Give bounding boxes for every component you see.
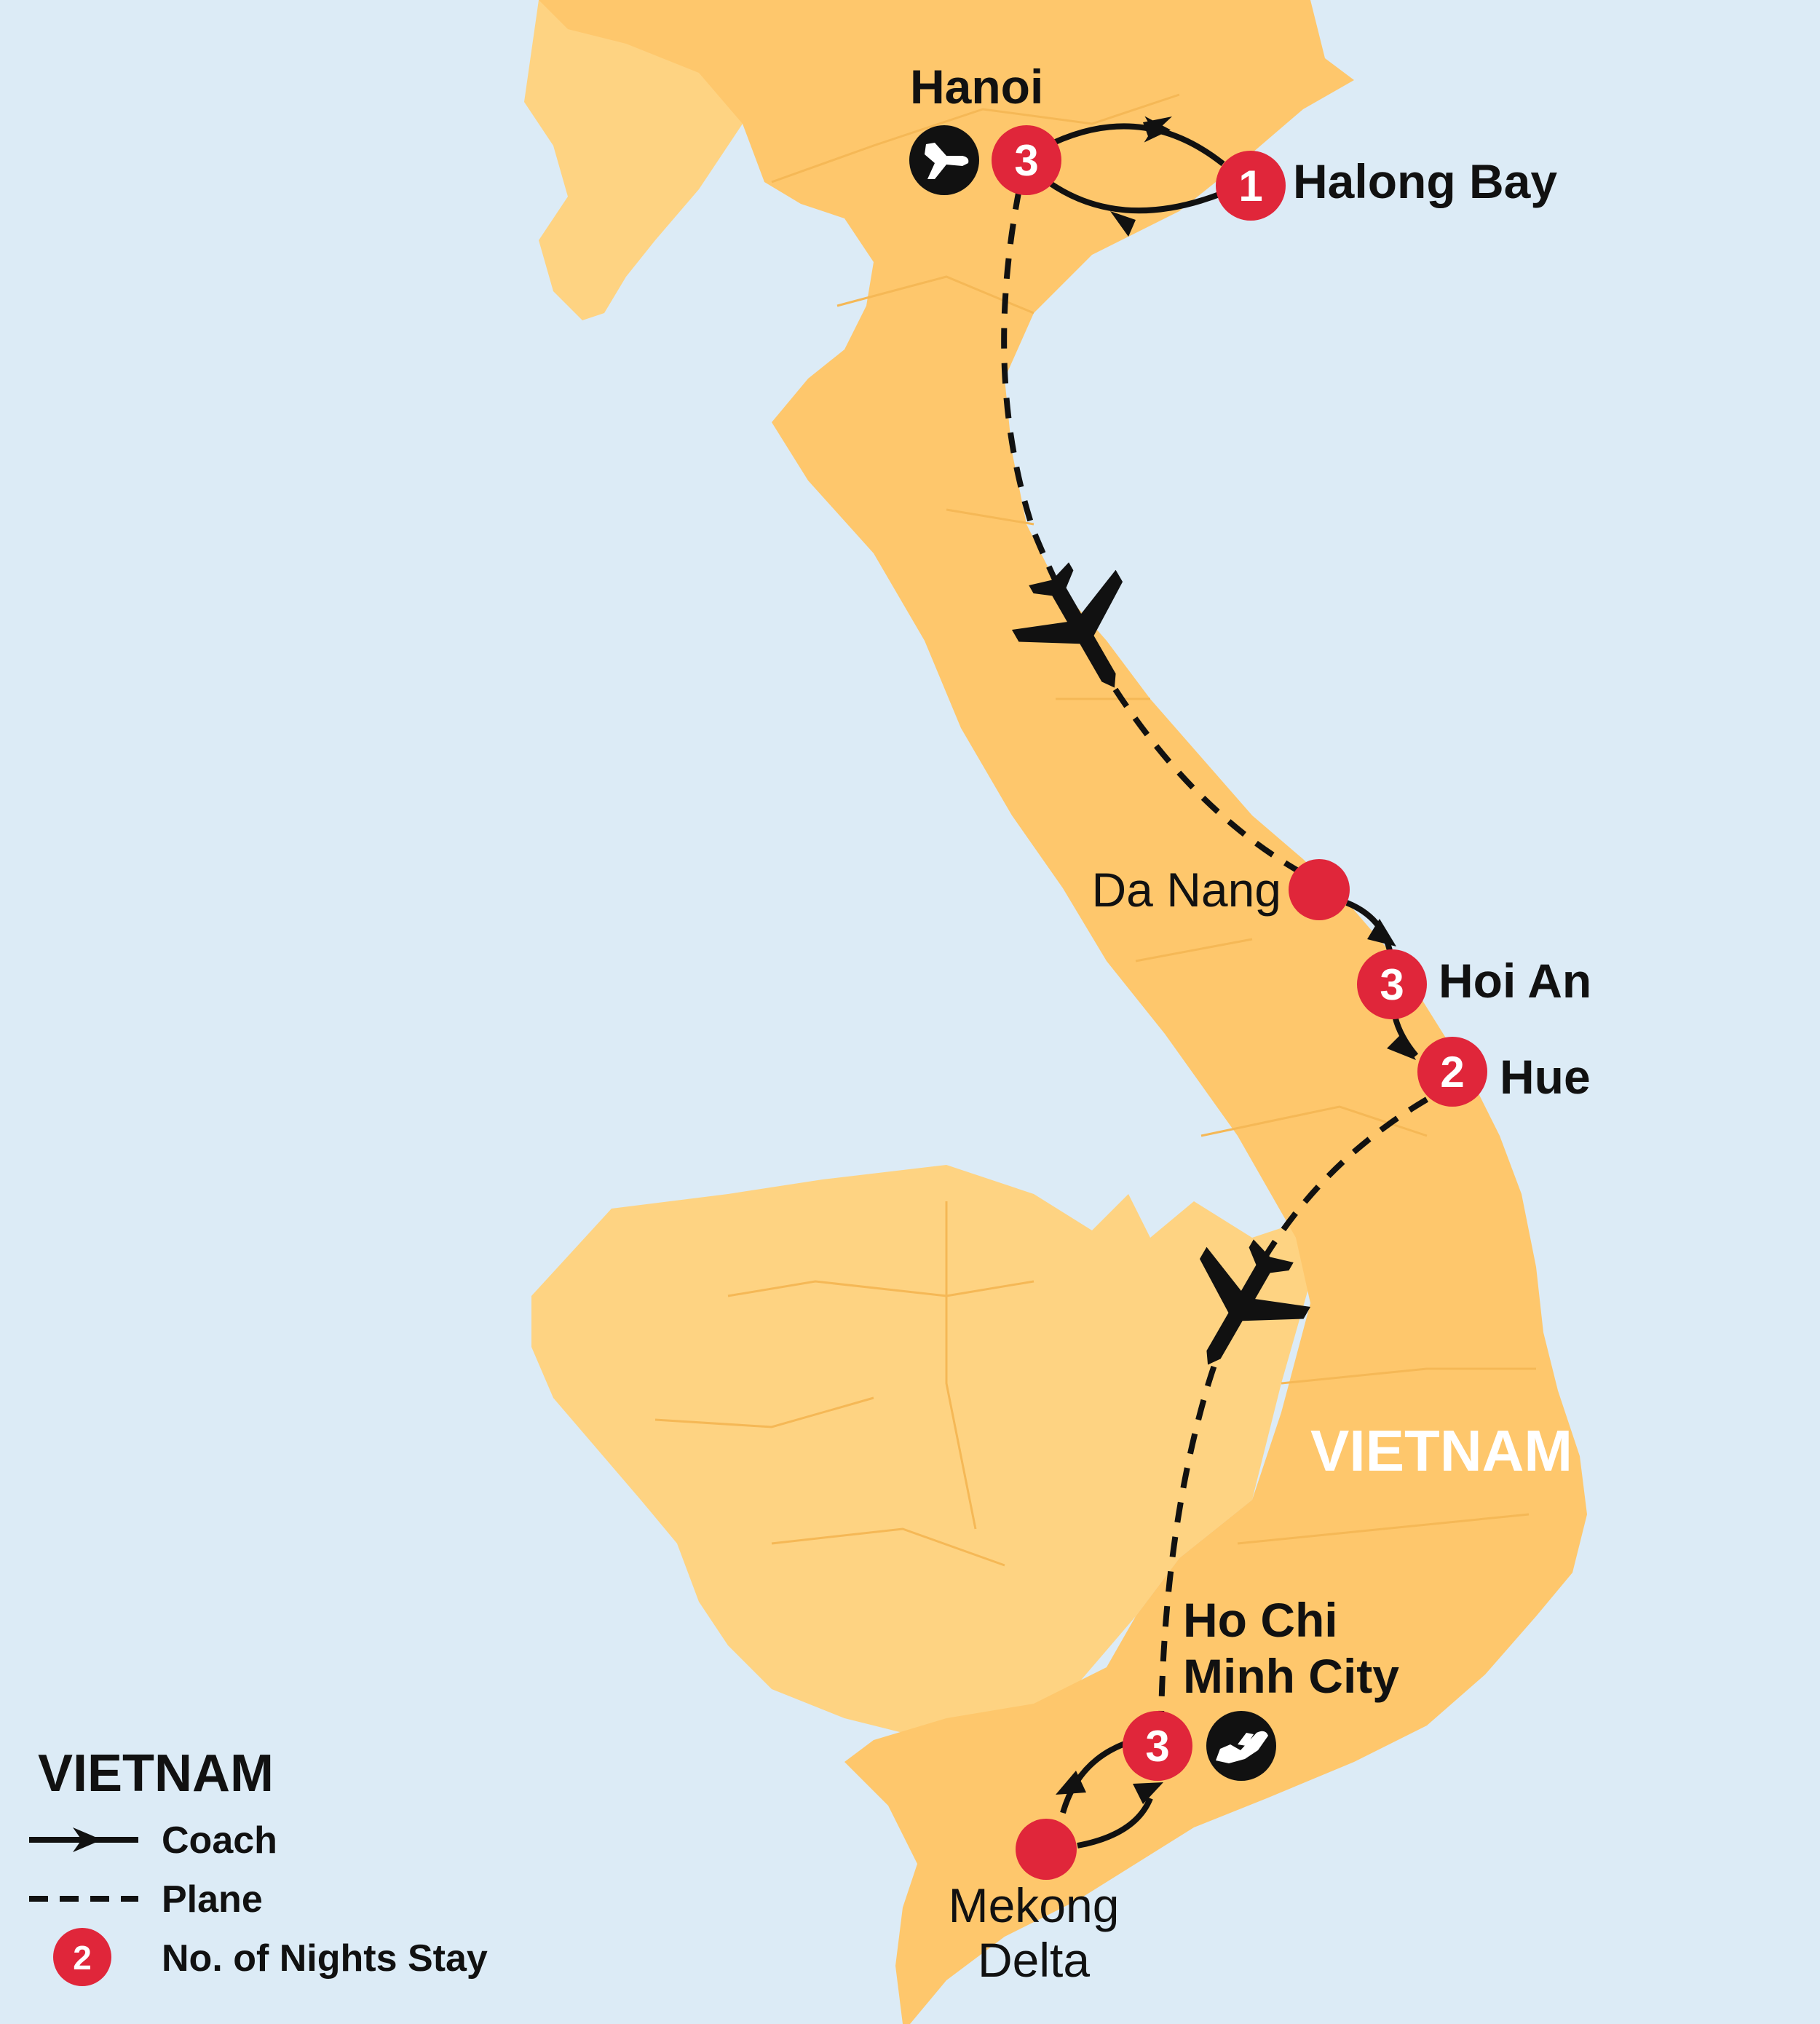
stop-marker: [1123, 1711, 1192, 1781]
stop-ho-chi-minh-city[interactable]: 3 Ho Chi Minh City: [1123, 1593, 1399, 1781]
airport-takeoff-icon: [1206, 1711, 1276, 1781]
route-halong-hanoi: [1046, 179, 1224, 214]
province-borders: [654, 93, 1536, 1567]
neighbor-land-cambodia-laos: [531, 1165, 1310, 1747]
legend-coach-label: Coach: [162, 1819, 277, 1862]
coach-arrowheads: [1056, 116, 1416, 1804]
legend-coach-arrow: [73, 1827, 102, 1852]
stop-halong-bay[interactable]: 1 Halong Bay: [1216, 151, 1557, 221]
stop-label-line1: Ho Chi: [1183, 1593, 1338, 1647]
stop-label: Hoi An: [1439, 954, 1591, 1008]
airport-takeoff-glyph: [1216, 1731, 1268, 1763]
legend: VIETNAM Coach Plane 2 No. of Nights Stay: [29, 1744, 488, 1986]
stop-marker: [1417, 1037, 1487, 1107]
plane-routes: [1001, 189, 1429, 1719]
nights-count: 3: [1014, 136, 1038, 185]
stop-da-nang[interactable]: Da Nang: [1092, 859, 1350, 920]
stop-mekong-delta[interactable]: Mekong Delta: [949, 1819, 1120, 1987]
stop-hanoi[interactable]: 3 Hanoi: [909, 60, 1061, 195]
legend-title: VIETNAM: [38, 1744, 274, 1803]
legend-plane-label: Plane: [162, 1878, 263, 1921]
route-hanoi-halong: [1032, 123, 1225, 167]
legend-nights-sample: 2: [73, 1939, 92, 1977]
legend-nights-marker: [53, 1928, 111, 1986]
stop-marker: [1216, 151, 1286, 221]
stop-marker: [1289, 859, 1350, 920]
route-hue-hcmc: [1158, 1096, 1429, 1719]
nights-count: 3: [1145, 1722, 1169, 1771]
route-mekong-hcmc: [1077, 1797, 1153, 1849]
nights-count: 1: [1238, 162, 1262, 210]
stop-label: Hanoi: [910, 60, 1043, 114]
stop-label: Hue: [1500, 1050, 1591, 1104]
country-label: VIETNAM: [1310, 1418, 1572, 1483]
nights-count: 3: [1380, 960, 1404, 1009]
stop-label: Halong Bay: [1293, 154, 1557, 208]
stop-marker: [1357, 949, 1427, 1019]
stop-hoi-an[interactable]: 3 Hoi An: [1357, 949, 1591, 1019]
stop-hue[interactable]: 2 Hue: [1417, 1037, 1591, 1107]
route-hanoi-danang: [1001, 189, 1305, 877]
stop-marker: [992, 125, 1061, 195]
stop-marker: [1016, 1819, 1077, 1880]
vietnam-land: [539, 0, 1587, 2024]
airport-landing-glyph: [925, 143, 969, 179]
stop-label-line1: Mekong: [949, 1878, 1120, 1932]
legend-nights-label: No. of Nights Stay: [162, 1937, 488, 1980]
route-hcmc-mekong: [1060, 1741, 1126, 1814]
route-danang-hoian: [1345, 900, 1393, 954]
stop-label-line2: Minh City: [1183, 1649, 1399, 1703]
stop-label-line2: Delta: [978, 1933, 1090, 1987]
stop-label: Da Nang: [1092, 863, 1282, 917]
nights-count: 2: [1440, 1048, 1464, 1096]
